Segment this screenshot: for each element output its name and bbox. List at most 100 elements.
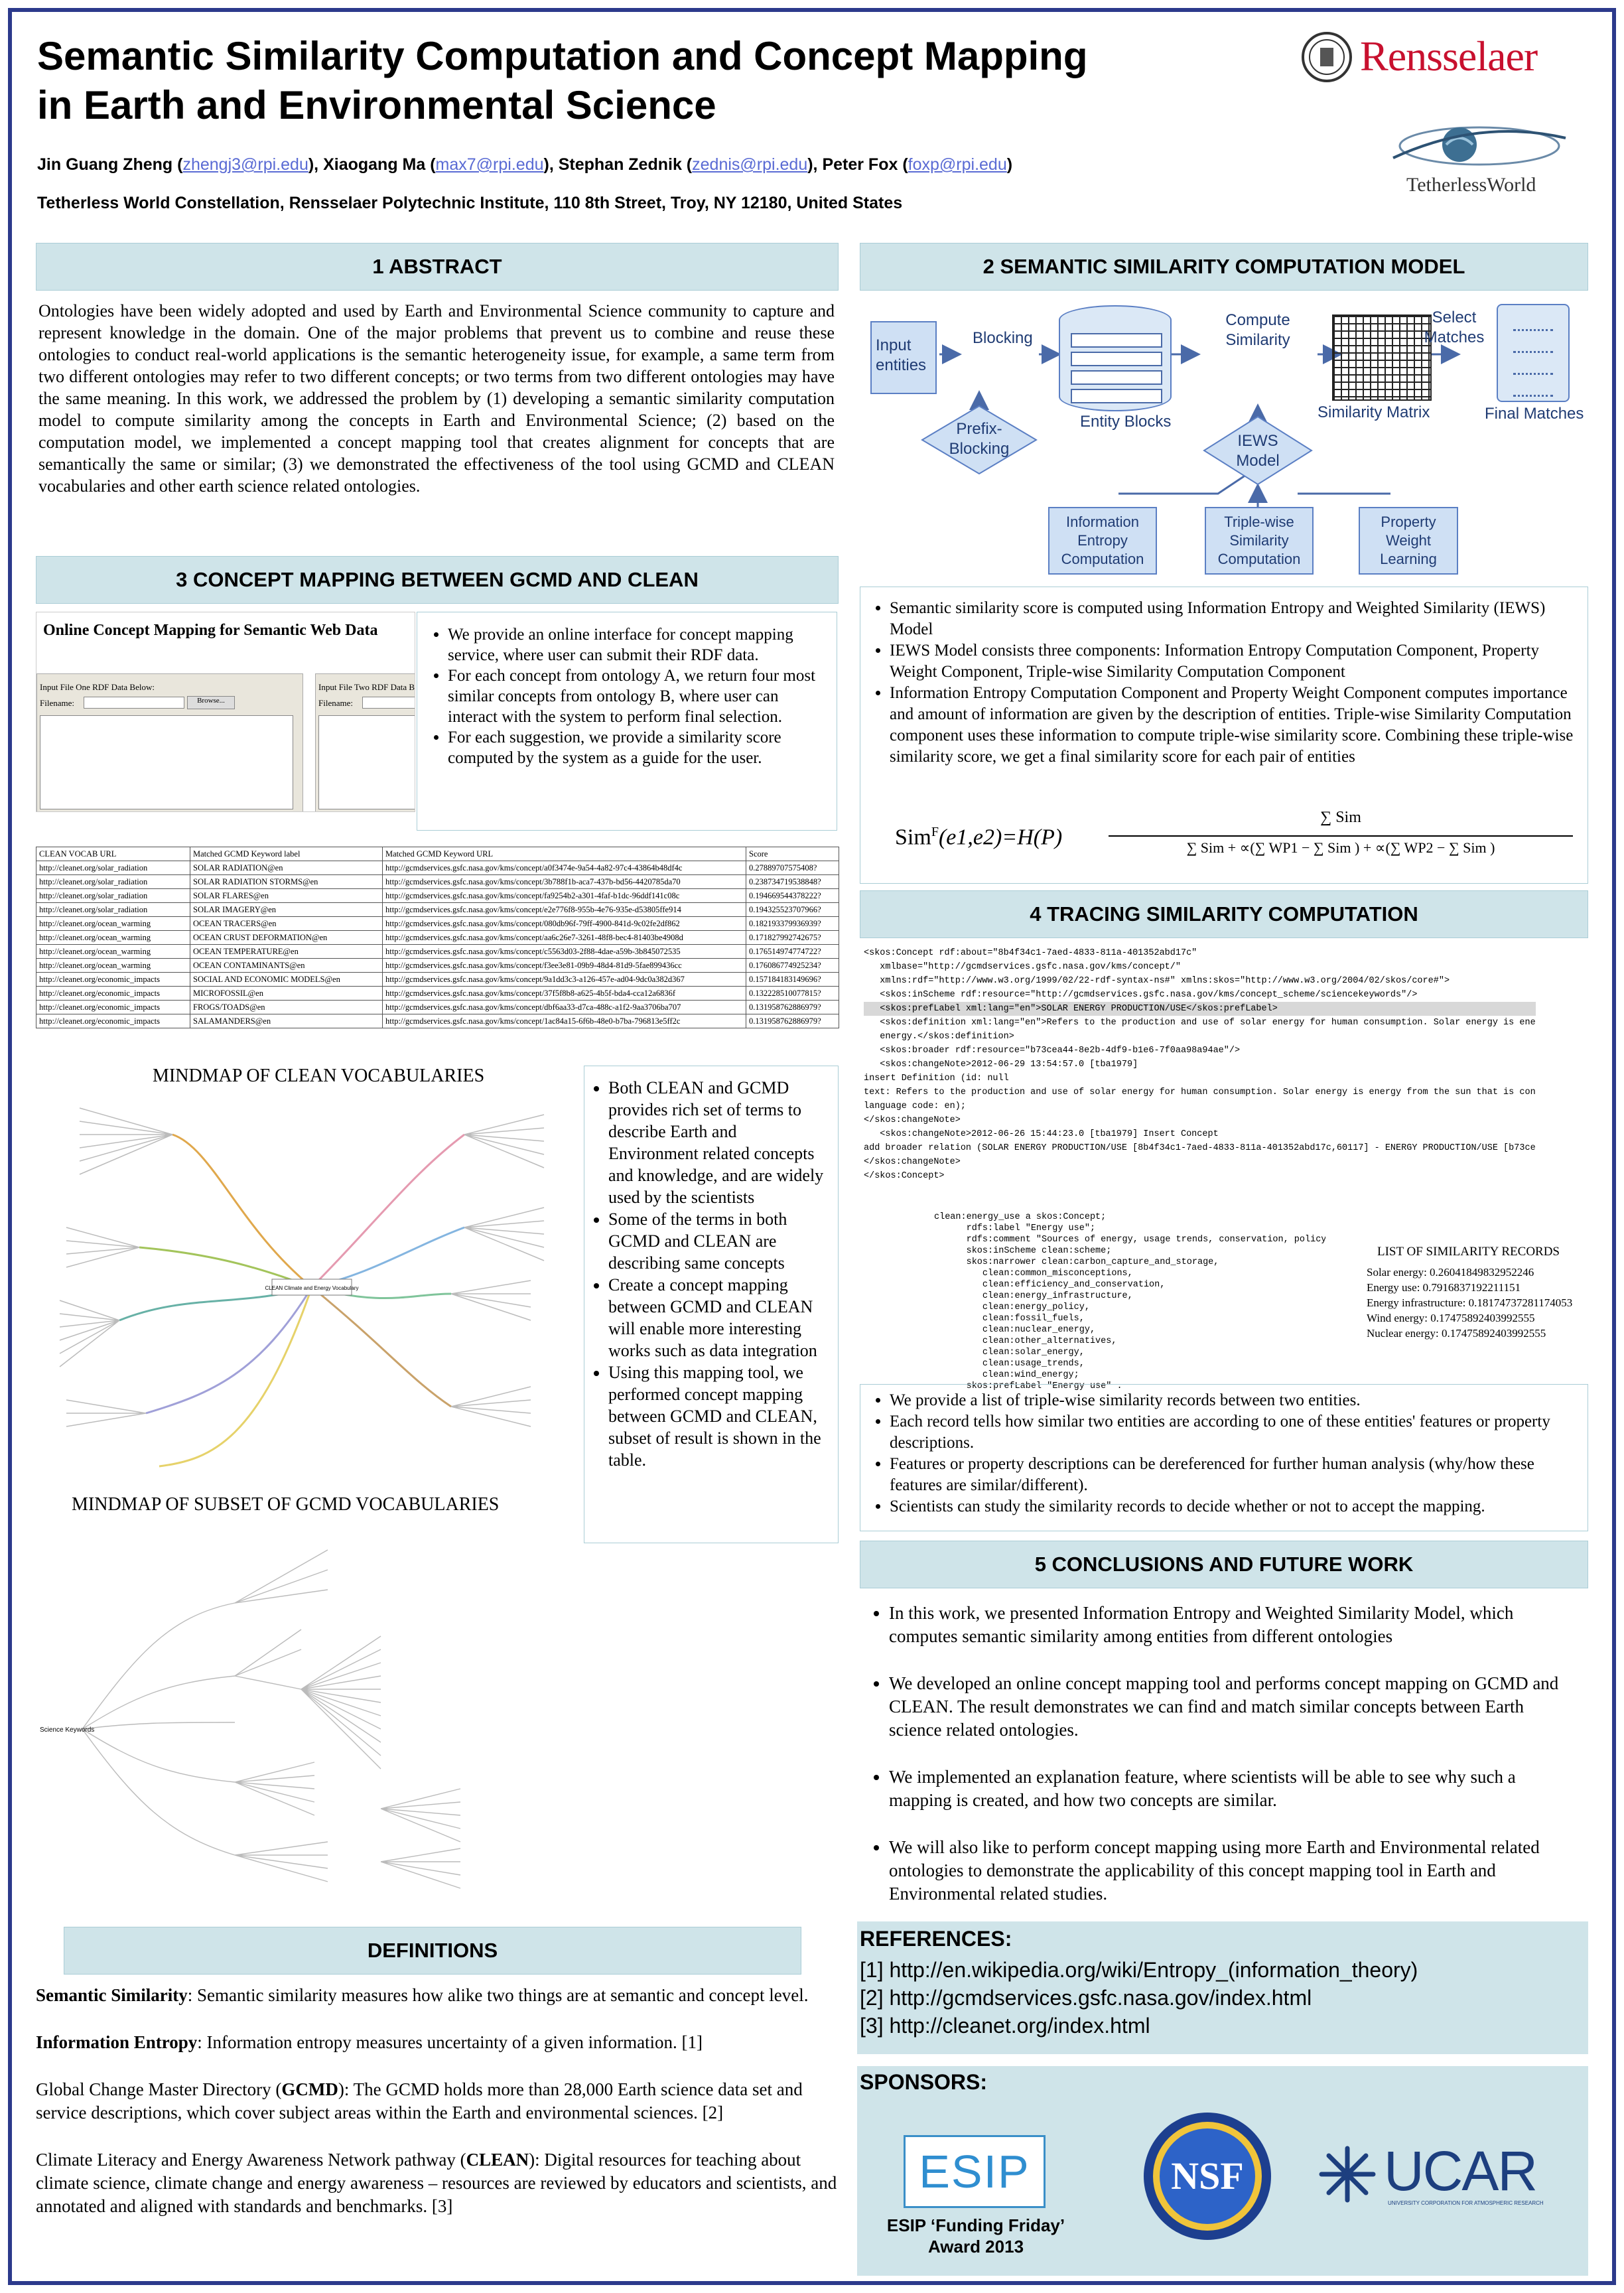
iews-model-node	[1203, 415, 1313, 486]
file-one-textarea[interactable]	[40, 715, 293, 809]
file-two-panel: Input File Two RDF Data Below: Filename:	[315, 673, 415, 811]
definition-item: Global Change Master Directory (GCMD): T…	[36, 2078, 839, 2124]
abstract-text: Ontologies have been widely adopted and …	[38, 301, 835, 496]
mapping-ui-title: Online Concept Mapping for Semantic Web …	[43, 622, 378, 639]
table-cell[interactable]: http://gcmdservices.gsfc.nasa.gov/kms/co…	[382, 888, 746, 903]
table-cell: 0.131958762886979?	[746, 1000, 839, 1014]
reference-item[interactable]: [1] http://en.wikipedia.org/wiki/Entropy…	[860, 1958, 1418, 1982]
table-cell[interactable]: http://gcmdservices.gsfc.nasa.gov/kms/co…	[382, 986, 746, 1001]
mindmap-clean-title: MINDMAP OF CLEAN VOCABULARIES	[153, 1066, 485, 1086]
table-cell[interactable]: http://cleanet.org/solar_radiation	[36, 888, 190, 903]
table-cell: SOLAR RADIATION@en	[190, 861, 383, 875]
select-matches-label: Select Matches	[1424, 309, 1485, 346]
reference-item[interactable]: [3] http://cleanet.org/index.html	[860, 2014, 1150, 2038]
table-cell[interactable]: http://cleanet.org/solar_radiation	[36, 861, 190, 875]
table-cell[interactable]: http://cleanet.org/economic_impacts	[36, 986, 190, 1001]
table-cell[interactable]: http://gcmdservices.gsfc.nasa.gov/kms/co…	[382, 972, 746, 987]
table-cell[interactable]: http://gcmdservices.gsfc.nasa.gov/kms/co…	[382, 1000, 746, 1014]
table-cell[interactable]: http://gcmdservices.gsfc.nasa.gov/kms/co…	[382, 916, 746, 931]
author-email[interactable]: max7@rpi.edu	[435, 155, 544, 174]
table-cell: SALAMANDERS@en	[190, 1014, 383, 1028]
rensselaer-wordmark: Rensselaer	[1360, 33, 1538, 80]
mindmap-bullet: Both CLEAN and GCMD provides rich set of…	[608, 1077, 829, 1208]
table-cell[interactable]: http://cleanet.org/solar_radiation	[36, 874, 190, 889]
file-two-textarea[interactable]	[318, 715, 415, 809]
table-cell[interactable]: http://cleanet.org/ocean_warming	[36, 958, 190, 973]
table-cell: OCEAN TRACERS@en	[190, 916, 383, 931]
definition-item: Information Entropy: Information entropy…	[36, 2031, 839, 2054]
poster-frame	[8, 8, 1616, 2285]
table-header: Matched GCMD Keyword label	[190, 847, 383, 861]
file-two-input[interactable]	[362, 697, 415, 709]
model-bullet: Semantic similarity score is computed us…	[890, 598, 1577, 640]
table-cell: OCEAN CRUST DEFORMATION@en	[190, 930, 383, 945]
table-cell[interactable]: http://gcmdservices.gsfc.nasa.gov/kms/co…	[382, 930, 746, 945]
table-cell[interactable]: http://gcmdservices.gsfc.nasa.gov/kms/co…	[382, 944, 746, 959]
conclusions-bullets: In this work, we presented Information E…	[860, 1602, 1563, 1906]
table-cell[interactable]: http://cleanet.org/economic_impacts	[36, 1000, 190, 1014]
table-cell[interactable]: http://cleanet.org/ocean_warming	[36, 930, 190, 945]
table-cell: 0.194669544378222?	[746, 888, 839, 903]
definition-prefix: Global Change Master Directory (	[36, 2079, 282, 2099]
definition-text: : Semantic similarity measures how alike…	[187, 1985, 809, 2005]
ucar-wordmark: UCAR	[1384, 2140, 1538, 2202]
table-cell[interactable]: http://gcmdservices.gsfc.nasa.gov/kms/co…	[382, 1014, 746, 1028]
final-matches-node	[1497, 304, 1570, 402]
code-line: clean:usage_trends,	[934, 1359, 1085, 1369]
ucar-subtitle: UNIVERSITY CORPORATION FOR ATMOSPHERIC R…	[1388, 2200, 1544, 2206]
file-one-input[interactable]	[84, 697, 184, 709]
nsf-wordmark: NSF	[1171, 2154, 1244, 2197]
title-line-2: in Earth and Environmental Science	[37, 83, 716, 127]
table-cell: FROGS/TOADS@en	[190, 1000, 383, 1014]
table-cell[interactable]: http://gcmdservices.gsfc.nasa.gov/kms/co…	[382, 874, 746, 889]
entity-blocks-node	[1059, 305, 1172, 411]
definition-term: Information Entropy	[36, 2032, 198, 2052]
mindmap-gcmd-branches	[82, 1549, 461, 1889]
tracing-bullet: Features or property descriptions can be…	[890, 1454, 1577, 1496]
triple-wise-similarity-label: Triple-wise Similarity Computation	[1217, 514, 1301, 567]
table-header: Matched GCMD Keyword URL	[382, 847, 746, 861]
code-line: clean:energy_policy,	[934, 1302, 1090, 1312]
table-cell[interactable]: http://gcmdservices.gsfc.nasa.gov/kms/co…	[382, 861, 746, 875]
reference-item[interactable]: [2] http://gcmdservices.gsfc.nasa.gov/in…	[860, 1986, 1312, 2010]
code-line: <skos:changeNote>2012-06-26 15:44:23.0 […	[864, 1129, 1219, 1139]
conclusion-item: We will also like to perform concept map…	[889, 1836, 1563, 1906]
author-email[interactable]: zhengj3@rpi.edu	[182, 155, 308, 174]
esip-caption: ESIP ‘Funding Friday’ Award 2013	[866, 2215, 1085, 2257]
triple-wise-similarity-node: Triple-wise Similarity Computation	[1205, 507, 1314, 575]
esip-wordmark: ESIP	[919, 2146, 1030, 2197]
table-cell[interactable]: http://cleanet.org/economic_impacts	[36, 1014, 190, 1028]
author-email[interactable]: zednis@rpi.edu	[692, 155, 808, 174]
author-name: Peter Fox	[822, 155, 898, 174]
table-cell[interactable]: http://cleanet.org/solar_radiation	[36, 902, 190, 917]
similarity-formula: SimF(e1,e2)=H(P) ∑ Sim ∑ Sim + ∝(∑ WP1 −…	[895, 806, 1585, 872]
definition-text: : Information entropy measures uncertain…	[197, 2032, 703, 2052]
table-cell[interactable]: http://gcmdservices.gsfc.nasa.gov/kms/co…	[382, 958, 746, 973]
table-cell: 0.131958762886979?	[746, 1014, 839, 1028]
code-line: skos:narrower clean:carbon_capture_and_s…	[934, 1257, 1219, 1267]
definition-text: ): Digital resources for teaching about …	[36, 2150, 837, 2216]
prefix-blocking-node	[921, 405, 1038, 475]
prefix-blocking-label: Prefix-Blocking	[949, 420, 1010, 458]
table-cell[interactable]: http://cleanet.org/economic_impacts	[36, 972, 190, 987]
table-cell[interactable]: http://cleanet.org/ocean_warming	[36, 944, 190, 959]
formula-sup: F	[931, 825, 939, 839]
mapping-bullet: We provide an online interface for conce…	[448, 624, 823, 665]
table-cell[interactable]: http://cleanet.org/ocean_warming	[36, 916, 190, 931]
table-cell[interactable]: http://gcmdservices.gsfc.nasa.gov/kms/co…	[382, 902, 746, 917]
code-line: skos:prefLabel "Energy use" .	[934, 1381, 1122, 1391]
similarity-record: Nuclear energy: 0.17475892403992555	[1367, 1327, 1546, 1340]
code-line: clean:energy_infrastructure,	[934, 1291, 1133, 1301]
formula-args: (e1,e2)=H(P)	[938, 825, 1063, 850]
browse-button[interactable]: Browse...	[187, 696, 235, 709]
entity-blocks-label: Entity Blocks	[1080, 413, 1172, 431]
author-email[interactable]: foxp@rpi.edu	[908, 155, 1007, 174]
conclusion-item: We developed an online concept mapping t…	[889, 1672, 1563, 1742]
nsf-seal-icon	[1144, 2113, 1271, 2240]
author-name: Stephan Zednik	[558, 155, 682, 174]
mapping-bullet: For each suggestion, we provide a simila…	[448, 727, 823, 768]
formula-numerator: ∑ Sim	[1320, 809, 1361, 826]
